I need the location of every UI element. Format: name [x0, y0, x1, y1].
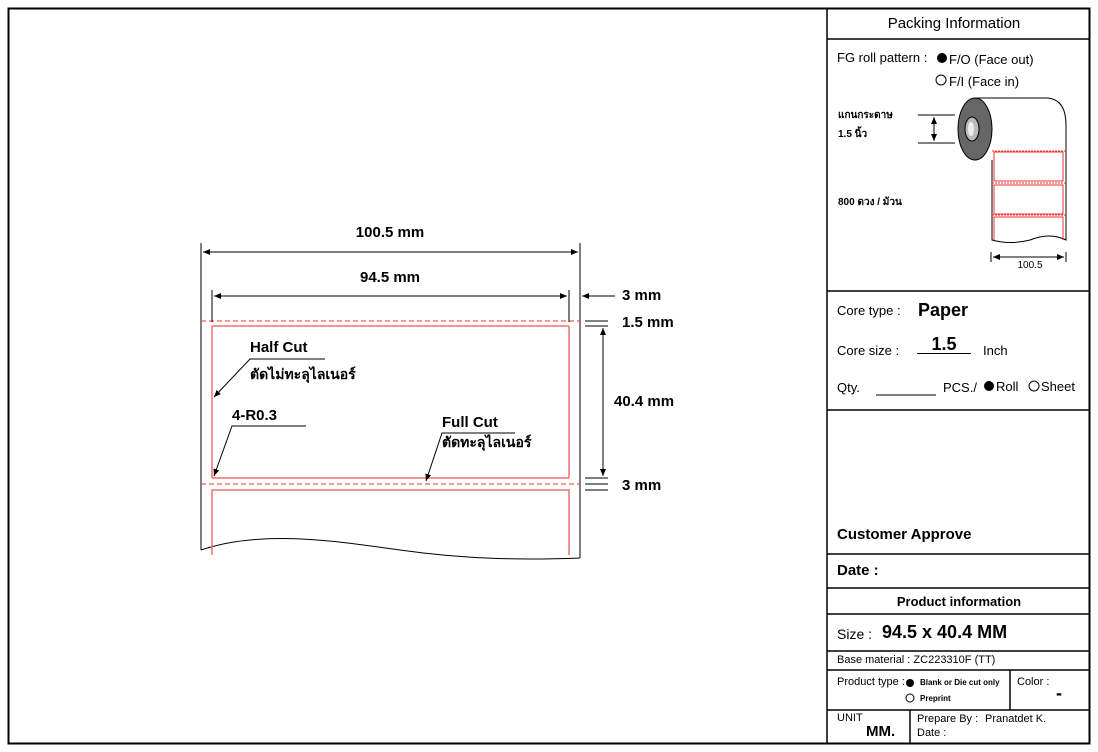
sheet-option: Sheet: [1041, 379, 1075, 394]
sheet-radio: [1028, 380, 1040, 392]
full-cut-title: Full Cut: [442, 414, 498, 431]
label-height-dim: 40.4 mm: [614, 393, 675, 410]
half-cut-title: Half Cut: [250, 339, 308, 356]
roll-illustration: [918, 97, 1067, 262]
core-type-value: Paper: [918, 300, 969, 320]
table-grid: [826, 8, 1090, 744]
corner-radius-note: 4-R0.3: [232, 407, 278, 424]
prepare-value: Pranatdet K.: [985, 713, 1047, 725]
base-material: Base material : ZC223310F (TT): [837, 654, 996, 666]
color-value: -: [1056, 683, 1062, 703]
roll-option: Roll: [996, 379, 1019, 394]
roll-pattern-label: FG roll pattern :: [837, 50, 928, 65]
core-thai-size: 1.5 นิ้ว: [838, 129, 868, 140]
unit-label: UNIT: [837, 712, 863, 724]
face-out-radio-checked: [937, 53, 947, 63]
prepare-date-label: Date :: [917, 727, 947, 739]
customer-approve-label: Customer Approve: [837, 526, 972, 543]
core-type-label: Core type :: [837, 303, 901, 318]
size-label: Size :: [837, 626, 873, 642]
size-value: 94.5 x 40.4 MM: [882, 622, 1008, 642]
sheet-border: [7, 7, 1091, 745]
roll-radio-checked: [984, 381, 994, 391]
core-thai: แกนกระดาษ: [838, 110, 893, 121]
type-preprint-option: Preprint: [920, 694, 951, 703]
overall-width-dim: 100.5 mm: [355, 224, 425, 241]
color-label: Color :: [1017, 676, 1050, 688]
side-gap-dim: 3 mm: [622, 287, 662, 304]
face-in-radio: [935, 74, 947, 86]
roll-width: 100.5: [1017, 260, 1043, 271]
core-size-label: Core size :: [837, 343, 900, 358]
preprint-radio: [905, 693, 915, 703]
full-cut-thai: ตัดทะลุไลเนอร์: [442, 434, 532, 450]
bottom-gap-dim: 3 mm: [622, 477, 662, 494]
blank-radio-checked: [906, 679, 914, 687]
product-type-label: Product type :: [837, 676, 905, 688]
label-width-dim: 94.5 mm: [359, 269, 421, 286]
unit-value: MM.: [866, 723, 896, 740]
label-outline: [211, 325, 570, 479]
pcs-label: PCS./: [943, 380, 977, 395]
packing-title: Packing Information: [887, 15, 1021, 32]
face-in-option: F/I (Face in): [949, 74, 1020, 89]
approve-date-label: Date :: [837, 562, 879, 579]
top-gap-dim: 1.5 mm: [622, 314, 674, 331]
product-info-title: Product information: [896, 594, 1022, 609]
next-label-outline: [211, 489, 570, 555]
qty-label: Qty.: [837, 380, 860, 395]
face-out-option: F/O (Face out): [949, 52, 1034, 67]
prepare-label: Prepare By :: [917, 713, 979, 725]
type-blank-option: Blank or Die cut only: [920, 678, 1000, 687]
half-cut-thai: ตัดไม่ทะลุไลเนอร์: [250, 366, 356, 382]
core-size-value: 1.5: [917, 335, 971, 354]
core-size-unit: Inch: [983, 343, 1008, 358]
per-roll-thai: 800 ดวง / ม้วน: [838, 197, 902, 208]
label-strip: [200, 243, 581, 560]
